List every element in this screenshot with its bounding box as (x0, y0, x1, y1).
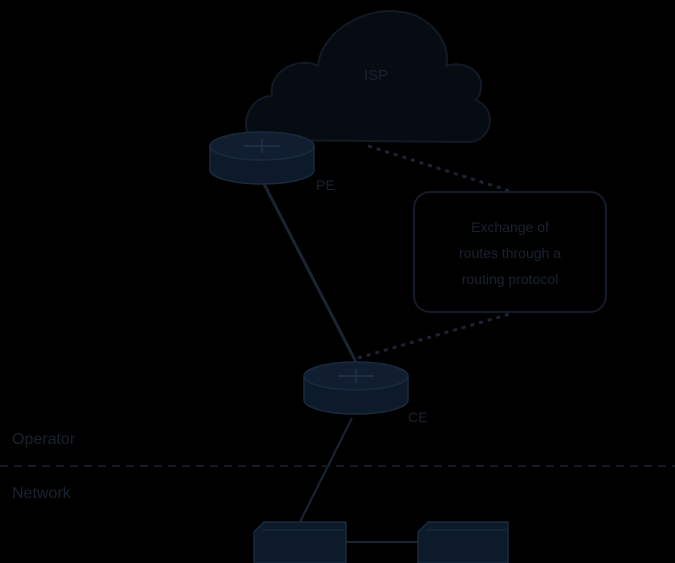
callout-line-2: routes through a (459, 245, 561, 261)
zone-lower-label: Network (12, 485, 72, 502)
switch-left-icon (253, 521, 347, 563)
link-ce-switch (299, 417, 353, 523)
dotted-connector-pe (367, 144, 511, 193)
zone-upper-label: Operator (12, 431, 76, 448)
router-pe-icon (209, 131, 315, 185)
router-ce-icon (303, 361, 409, 415)
switch-right-icon (417, 521, 509, 563)
router-ce-label: CE (408, 409, 427, 425)
callout-line-3: routing protocol (462, 271, 559, 287)
callout-line-1: Exchange of (471, 219, 549, 235)
isp-cloud: ISP (244, 10, 491, 144)
router-pe-label: PE (316, 177, 335, 193)
callout-box: Exchange of routes through a routing pro… (413, 191, 607, 313)
dotted-connector-ce (357, 312, 511, 360)
link-pe-ce (260, 179, 358, 363)
cloud-label: ISP (364, 67, 388, 84)
